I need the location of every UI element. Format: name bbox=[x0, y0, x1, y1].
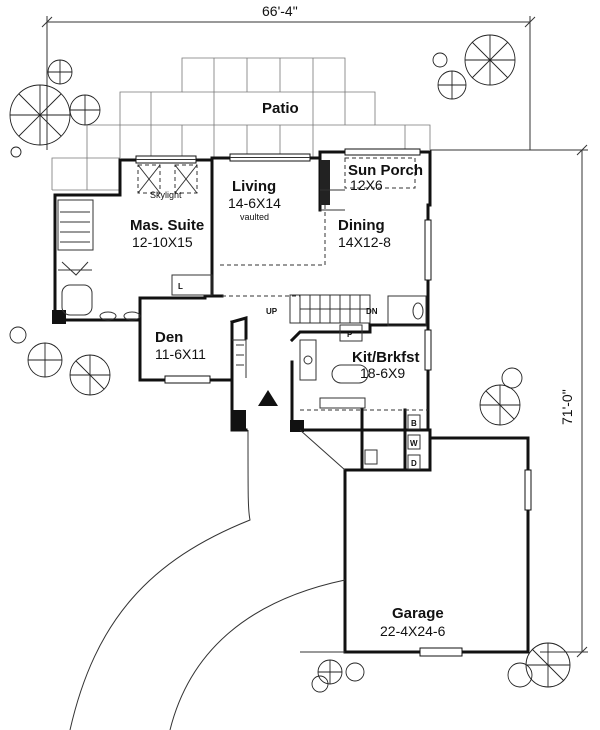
patio-label: Patio bbox=[262, 100, 299, 117]
entry-pier-right bbox=[290, 420, 304, 432]
tree-icon bbox=[27, 342, 63, 378]
kitchen-name: Kit/Brkfst bbox=[352, 349, 420, 366]
kitchen-size: 18-6X9 bbox=[360, 365, 405, 381]
tree-icon bbox=[69, 94, 101, 126]
patio-pavers bbox=[51, 57, 431, 191]
tree-icon bbox=[69, 354, 111, 396]
tree-icon bbox=[479, 384, 521, 426]
sun-porch-name: Sun Porch bbox=[348, 162, 423, 179]
dryer-label: D bbox=[411, 459, 417, 468]
tree-icon bbox=[9, 326, 27, 344]
garage-size: 22-4X24-6 bbox=[380, 623, 446, 639]
driveway bbox=[69, 429, 346, 730]
stair-down-label: DN bbox=[366, 307, 378, 316]
tree-icon bbox=[345, 662, 365, 682]
den-name: Den bbox=[155, 329, 183, 346]
dining-size: 14X12-8 bbox=[338, 234, 391, 250]
living-note: vaulted bbox=[240, 212, 269, 222]
width-dimension-line bbox=[41, 16, 536, 150]
tree-icon bbox=[507, 662, 533, 688]
fireplace bbox=[320, 160, 330, 205]
interior-lines bbox=[57, 157, 428, 470]
tree-icon bbox=[501, 367, 523, 389]
tree-icon bbox=[9, 84, 71, 146]
landscape-trees bbox=[9, 34, 571, 693]
windows bbox=[135, 148, 532, 657]
linen-closet-label: L bbox=[178, 282, 183, 291]
depth-dimension-label: 71'-0" bbox=[559, 389, 575, 425]
corner-pier bbox=[52, 310, 66, 324]
skylight-label: Skylight bbox=[150, 190, 182, 200]
entry-marker-icon bbox=[258, 390, 278, 406]
tree-icon bbox=[432, 52, 448, 68]
den-size: 11-6X11 bbox=[155, 346, 206, 362]
garage-name: Garage bbox=[392, 605, 444, 622]
width-dimension-label: 66'-4" bbox=[262, 3, 298, 19]
tree-icon bbox=[317, 659, 343, 685]
stair-up-label: UP bbox=[266, 307, 278, 316]
tree-icon bbox=[10, 146, 22, 158]
entry-pier-left bbox=[232, 410, 246, 430]
depth-dimension-line bbox=[430, 144, 588, 658]
tree-icon bbox=[464, 34, 516, 86]
living-name: Living bbox=[232, 178, 276, 195]
master-suite-size: 12-10X15 bbox=[132, 234, 193, 250]
master-suite-name: Mas. Suite bbox=[130, 217, 204, 234]
sun-porch-size: 12X6 bbox=[350, 177, 383, 193]
bench-label: B bbox=[411, 419, 417, 428]
staircase bbox=[289, 294, 371, 324]
tree-icon bbox=[525, 642, 571, 688]
washer-label: W bbox=[410, 439, 418, 448]
tree-icon bbox=[437, 70, 467, 100]
tree-icon bbox=[311, 675, 329, 693]
tree-icon bbox=[47, 59, 73, 85]
dining-name: Dining bbox=[338, 217, 385, 234]
house-walls bbox=[53, 150, 530, 654]
living-size: 14-6X14 bbox=[228, 195, 281, 211]
pantry-label: P bbox=[347, 330, 353, 339]
